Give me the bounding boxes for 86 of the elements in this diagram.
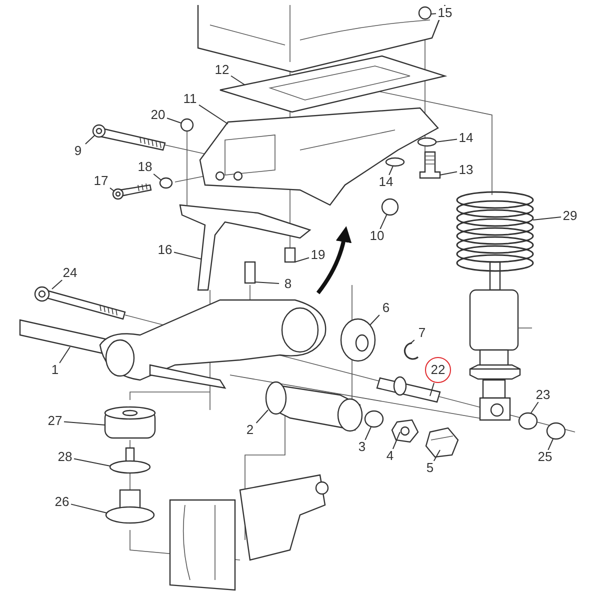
leader-line	[153, 174, 162, 180]
mounting-bracket	[199, 107, 439, 206]
bushing	[340, 318, 376, 362]
leader-line	[392, 432, 400, 450]
leader-line	[436, 138, 458, 142]
rubber-bushing	[104, 406, 156, 439]
support-bracket	[179, 204, 312, 291]
callout-number: 16	[156, 243, 174, 257]
leader-line	[198, 104, 228, 124]
leader-line	[294, 257, 310, 262]
coil-spring	[456, 191, 534, 272]
callout-number: 14	[458, 131, 474, 145]
leader-line	[430, 13, 436, 14]
leader-line	[70, 504, 108, 514]
washer	[364, 410, 384, 428]
bolt	[34, 286, 126, 320]
leader-line	[166, 118, 182, 124]
leader-line	[410, 340, 415, 344]
bolt	[284, 247, 296, 263]
callout-number: 11	[182, 92, 198, 106]
leader-line	[64, 421, 106, 426]
callout-number: 7	[417, 326, 427, 340]
control-arm	[19, 299, 326, 389]
washer	[385, 157, 405, 167]
callout-number: 19	[310, 248, 326, 262]
callout-number: 13	[458, 163, 474, 177]
washer	[109, 447, 151, 474]
leader-line	[388, 166, 394, 176]
knuckle	[265, 381, 363, 432]
nut	[546, 422, 566, 440]
callout-number: 2	[245, 423, 255, 437]
nut	[418, 6, 432, 20]
leader-line	[440, 171, 458, 176]
callout-number: 20	[150, 108, 166, 122]
nut	[180, 118, 194, 132]
leader-line	[74, 458, 110, 466]
leader-line	[59, 346, 70, 364]
nut	[391, 419, 419, 443]
leader-line	[364, 426, 372, 440]
leader-line	[174, 252, 202, 260]
mount	[105, 489, 155, 524]
bolt	[112, 183, 152, 200]
callout-number: 18	[136, 160, 154, 174]
washer	[417, 137, 437, 147]
callout-number: 1	[50, 363, 60, 377]
callout-number: 4	[385, 449, 395, 463]
callout-number: 8	[283, 277, 293, 291]
leader-line	[110, 187, 114, 192]
callout-number: 26	[54, 495, 70, 509]
leader-line	[52, 280, 63, 290]
bolt	[244, 261, 256, 284]
callout-number: 9	[73, 144, 83, 158]
callout-number: 23	[534, 388, 552, 402]
leader-line	[230, 75, 246, 86]
callout-number: 3	[357, 440, 367, 454]
bolt	[419, 151, 441, 179]
callout-number: 5	[425, 461, 435, 475]
washer	[518, 412, 538, 430]
leader-line	[370, 314, 380, 326]
leader-line	[380, 214, 388, 230]
callout-number: 10	[368, 229, 386, 243]
bolt	[92, 124, 166, 151]
circlip	[404, 342, 418, 360]
leader-line	[430, 382, 434, 396]
hex-plug	[425, 427, 459, 458]
circled-callout-number: 22	[425, 357, 451, 383]
leader-line	[84, 134, 96, 144]
callout-number: 28	[56, 450, 74, 464]
callout-number: 24	[62, 266, 78, 280]
callout-number: 12	[214, 63, 230, 77]
callout-number: 14	[378, 175, 394, 189]
leader-line	[532, 216, 562, 220]
callout-number: 27	[46, 414, 64, 428]
leader-line	[254, 282, 280, 284]
callout-number: 29	[562, 209, 578, 223]
leader-line	[548, 438, 554, 450]
leader-line	[433, 450, 440, 462]
leader-line	[256, 410, 268, 424]
callout-number: 17	[92, 174, 110, 188]
pin	[376, 376, 441, 403]
callout-number: 6	[381, 301, 391, 315]
callout-number: 25	[536, 450, 554, 464]
washer	[159, 177, 173, 189]
callout-number: 15	[436, 6, 454, 20]
leader-line	[530, 402, 539, 414]
bushing	[381, 198, 399, 216]
